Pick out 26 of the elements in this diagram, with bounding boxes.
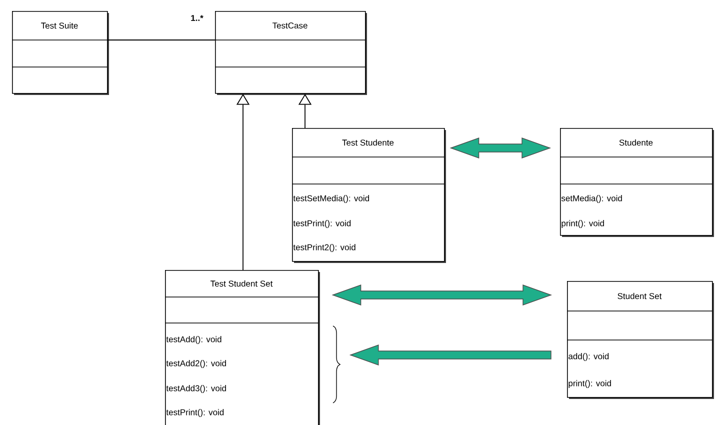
method-text: setMedia(): void — [561, 195, 622, 203]
class-name: Test Suite — [41, 22, 78, 29]
class-box — [292, 128, 446, 263]
class-name: Test Studente — [342, 139, 394, 146]
class-box — [214, 11, 367, 95]
method-text: testAdd2(): void — [166, 360, 226, 368]
class-name: TestCase — [272, 22, 308, 28]
class-box — [560, 128, 714, 237]
class-name: Student Set — [618, 292, 662, 300]
class-box — [12, 11, 109, 95]
method-text: testPrint(): void — [293, 220, 351, 228]
class-box — [164, 270, 320, 425]
method-text: testPrint(): void — [166, 409, 224, 417]
method-text: print(): void — [562, 220, 604, 228]
class-box — [566, 281, 714, 399]
method-text: testAdd(): void — [166, 336, 222, 344]
method-text: add(): void — [568, 353, 609, 361]
method-text: testPrint2(): void — [293, 244, 356, 252]
method-text: testSetMedia(): void — [293, 195, 370, 203]
method-text: print(): void — [568, 380, 611, 388]
class-name: Studente — [619, 139, 653, 146]
block-arrow — [349, 344, 552, 366]
edge-label: 1..* — [190, 14, 204, 22]
class-name: Test Student Set — [210, 280, 273, 287]
brace — [332, 326, 340, 404]
method-text: testAdd3(): void — [166, 385, 226, 393]
